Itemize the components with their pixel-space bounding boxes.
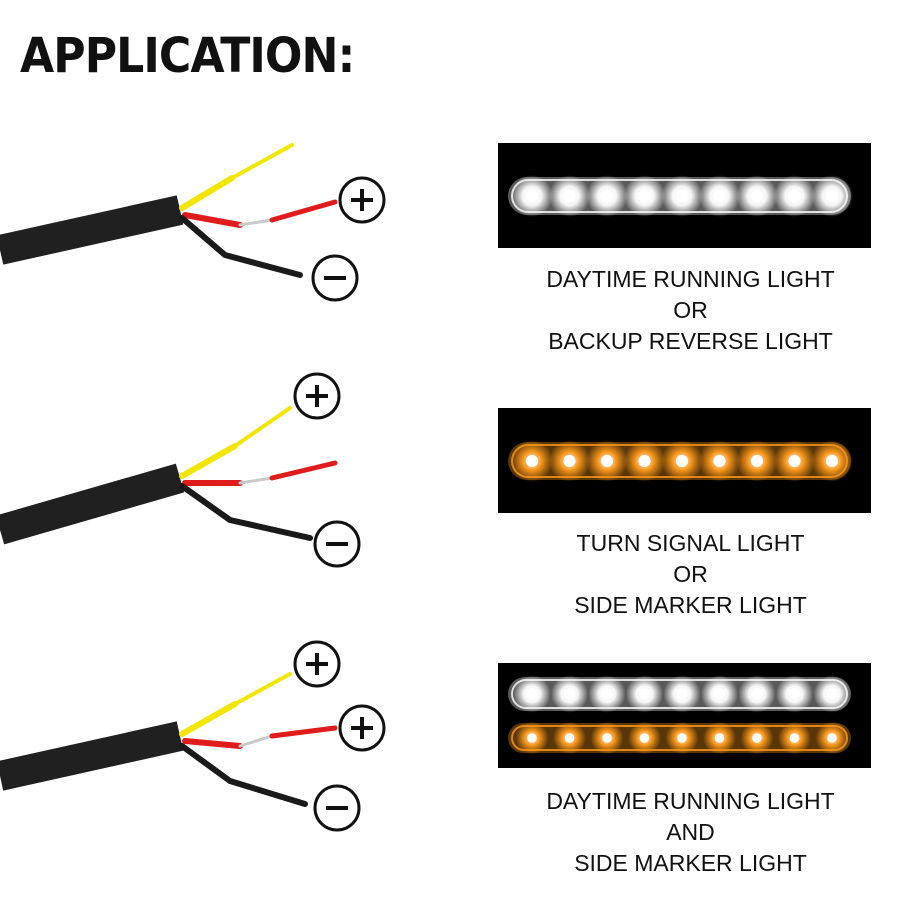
red-wire — [182, 738, 243, 749]
caption-line: DAYTIME RUNNING LIGHT — [546, 266, 835, 292]
positive-terminal-icon — [293, 372, 341, 420]
led-light-bar-dual — [498, 663, 871, 768]
caption-line: DAYTIME RUNNING LIGHT — [546, 788, 835, 814]
positive-terminal-icon — [293, 640, 341, 688]
led-strip — [508, 721, 851, 755]
cable-jacket — [0, 721, 184, 791]
negative-terminal-icon — [313, 784, 361, 832]
yellow-wire-tip — [230, 143, 294, 180]
caption-line: BACKUP REVERSE LIGHT — [548, 328, 833, 354]
caption-line: OR — [673, 561, 708, 587]
caption-line: SIDE MARKER LIGHT — [574, 592, 807, 618]
caption-line: OR — [673, 297, 708, 323]
application-row-1: DAYTIME RUNNING LIGHT OR BACKUP REVERSE … — [0, 130, 900, 400]
wire-diagram — [0, 640, 386, 832]
cable-jacket — [0, 463, 185, 545]
led-strip — [508, 675, 851, 713]
red-wire-tip — [269, 460, 338, 481]
copper-strand — [238, 218, 274, 227]
led-strip — [508, 440, 853, 482]
black-wire — [179, 743, 308, 807]
black-wire — [179, 483, 313, 541]
red-wire-tip — [269, 725, 338, 739]
yellow-wire — [179, 443, 238, 479]
led-light-bar-white — [498, 143, 871, 248]
copper-strand — [238, 476, 274, 485]
caption-line: SIDE MARKER LIGHT — [574, 850, 807, 876]
negative-terminal-icon — [313, 520, 361, 568]
cable-jacket — [0, 195, 184, 265]
caption-line: TURN SIGNAL LIGHT — [576, 530, 805, 556]
positive-terminal-icon — [338, 704, 386, 752]
application-row-2: TURN SIGNAL LIGHT OR SIDE MARKER LIGHT — [0, 368, 900, 638]
yellow-wire — [179, 701, 238, 737]
black-wire — [179, 215, 303, 278]
red-wire-tip — [269, 199, 338, 223]
application-row-3: DAYTIME RUNNING LIGHT AND SIDE MARKER LI… — [0, 636, 900, 906]
negative-terminal-icon — [311, 254, 359, 302]
page-title: APPLICATION: — [20, 28, 355, 84]
application-caption: DAYTIME RUNNING LIGHT AND SIDE MARKER LI… — [498, 786, 883, 879]
yellow-wire-tip — [233, 672, 292, 706]
red-wire — [182, 212, 243, 228]
caption-line: AND — [666, 819, 715, 845]
led-strip — [508, 175, 853, 217]
wire-diagram — [0, 372, 361, 568]
positive-terminal-icon — [338, 176, 386, 224]
led-light-bar-amber — [498, 408, 871, 513]
wire-diagram — [0, 143, 386, 302]
yellow-wire-tip — [233, 406, 292, 448]
copper-strand — [238, 734, 274, 748]
application-caption: TURN SIGNAL LIGHT OR SIDE MARKER LIGHT — [498, 528, 883, 621]
yellow-wire — [179, 175, 235, 211]
application-caption: DAYTIME RUNNING LIGHT OR BACKUP REVERSE … — [498, 264, 883, 357]
